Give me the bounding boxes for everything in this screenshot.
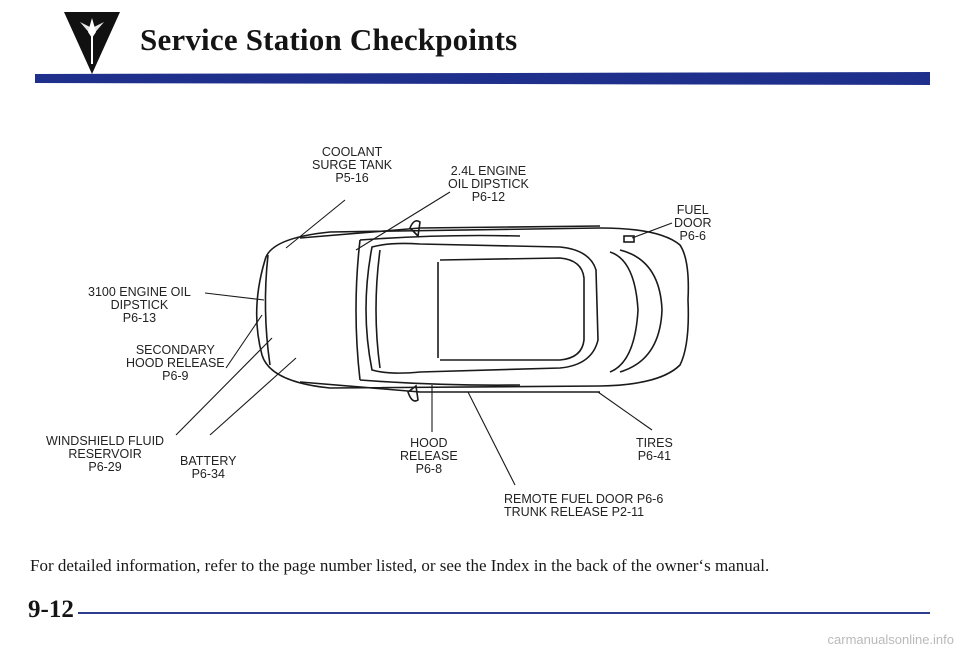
page-title: Service Station Checkpoints	[140, 22, 518, 57]
footer-instruction-text: For detailed information, refer to the p…	[30, 556, 770, 575]
label-tires: TIRES P6-41	[636, 436, 673, 463]
pontiac-arrowhead-logo-icon	[64, 12, 120, 74]
label-fuel-door: FUEL DOOR P6-6	[674, 203, 712, 243]
label-battery: BATTERY P6-34	[180, 454, 237, 481]
label-coolant-surge-tank: COOLANT SURGE TANK P5-16	[312, 145, 393, 185]
footer-rule	[78, 612, 930, 614]
label-secondary-hood-release: SECONDARY HOOD RELEASE P6-9	[126, 343, 225, 383]
page-number: 9-12	[28, 596, 74, 623]
car-top-view	[175, 191, 690, 486]
label-hood-release: HOOD RELEASE P6-8	[400, 436, 458, 476]
label-24l-oil-dipstick: 2.4L ENGINE OIL DIPSTICK P6-12	[448, 164, 529, 204]
label-windshield-fluid-reservoir: WINDSHIELD FLUID RESERVOIR P6-29	[46, 434, 165, 474]
car-diagram: COOLANT SURGE TANK P5-16 2.4L ENGINE OIL…	[0, 110, 960, 530]
label-remote-fuel-trunk-release: REMOTE FUEL DOOR P6-6 TRUNK RELEASE P2-1…	[504, 492, 664, 519]
title-underline-bar	[35, 72, 930, 85]
page-header: Service Station Checkpoints	[0, 0, 960, 90]
label-3100-oil-dipstick: 3100 ENGINE OIL DIPSTICK P6-13	[88, 285, 191, 325]
watermark: carmanualsonline.info	[827, 632, 954, 647]
